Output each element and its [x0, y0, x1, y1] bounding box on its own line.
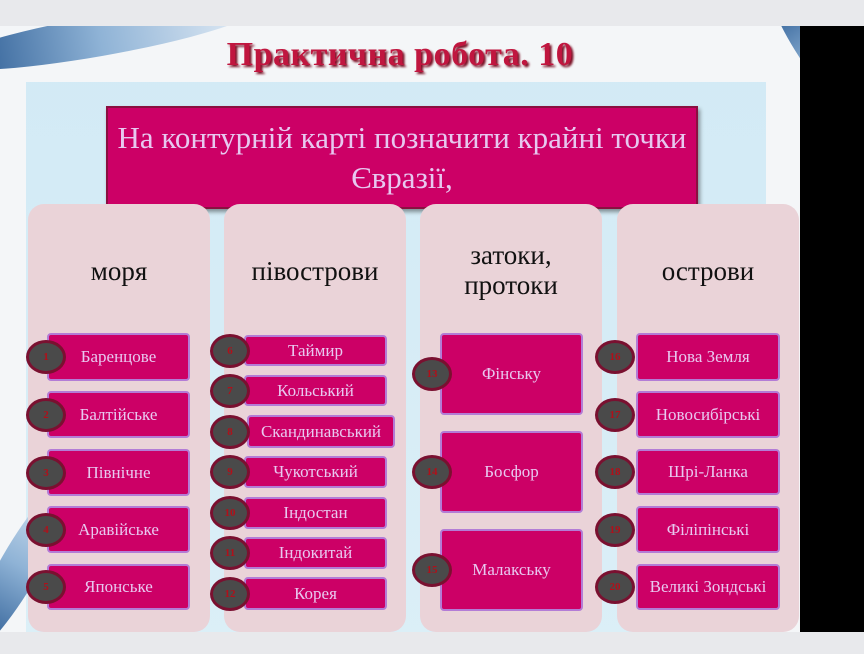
- item-label: Аравійське: [47, 506, 190, 553]
- item-label: Баренцове: [47, 333, 190, 381]
- item-number-badge: 17: [595, 397, 635, 432]
- item-label: Босфор: [440, 431, 583, 513]
- column-header: острови: [661, 256, 755, 286]
- column-header: моря: [90, 256, 148, 286]
- item-number-badge: 2: [26, 397, 66, 432]
- item-label: Малакську: [440, 529, 583, 611]
- item-label: Індокитай: [244, 537, 387, 569]
- black-sidebar: [800, 26, 864, 632]
- item-number-badge: 7: [210, 373, 250, 408]
- item-label: Фінську: [440, 333, 583, 415]
- item-label: Шрі-Ланка: [636, 449, 780, 495]
- item-number-badge: 16: [595, 340, 635, 374]
- item-label: Філіпінські: [636, 506, 780, 553]
- item-number-badge: 20: [595, 570, 635, 604]
- item-label: Японське: [47, 564, 190, 610]
- item-number-badge: 11: [210, 536, 250, 570]
- item-number-badge: 6: [210, 333, 250, 368]
- item-label: Індостан: [244, 497, 387, 529]
- item-number-badge: 4: [26, 512, 66, 547]
- item-label: Нова Земля: [636, 333, 780, 381]
- item-label: Скандинавський: [247, 415, 395, 448]
- item-number-badge: 15: [412, 553, 452, 587]
- item-number-badge: 3: [26, 455, 66, 490]
- item-number-badge: 9: [210, 455, 250, 489]
- item-label: Північне: [47, 449, 190, 496]
- slide: Практична робота. 10 На контурній карті …: [0, 26, 800, 632]
- item-number-badge: 12: [210, 576, 250, 611]
- item-label: Таймир: [244, 335, 387, 366]
- item-number-badge: 13: [412, 357, 452, 391]
- item-number-badge: 18: [595, 455, 635, 489]
- column-header: півострови: [251, 256, 379, 286]
- item-label: Новосибірські: [636, 391, 780, 438]
- item-number-badge: 19: [595, 512, 635, 547]
- item-label: Кольський: [244, 375, 387, 406]
- item-label: Корея: [244, 577, 387, 610]
- item-label: Чукотський: [244, 456, 387, 488]
- task-box: На контурній карті позначити крайні точк…: [106, 106, 698, 209]
- slide-title: Практична робота. 10: [226, 36, 574, 73]
- item-number-badge: 10: [210, 496, 250, 530]
- item-label: Балтійське: [47, 391, 190, 438]
- item-number-badge: 14: [412, 455, 452, 489]
- item-number-badge: 8: [210, 414, 250, 449]
- item-number-badge: 1: [26, 340, 66, 374]
- item-label: Великі Зондські: [636, 564, 780, 610]
- column-header: затоки, протоки: [464, 240, 558, 300]
- item-number-badge: 5: [26, 570, 66, 604]
